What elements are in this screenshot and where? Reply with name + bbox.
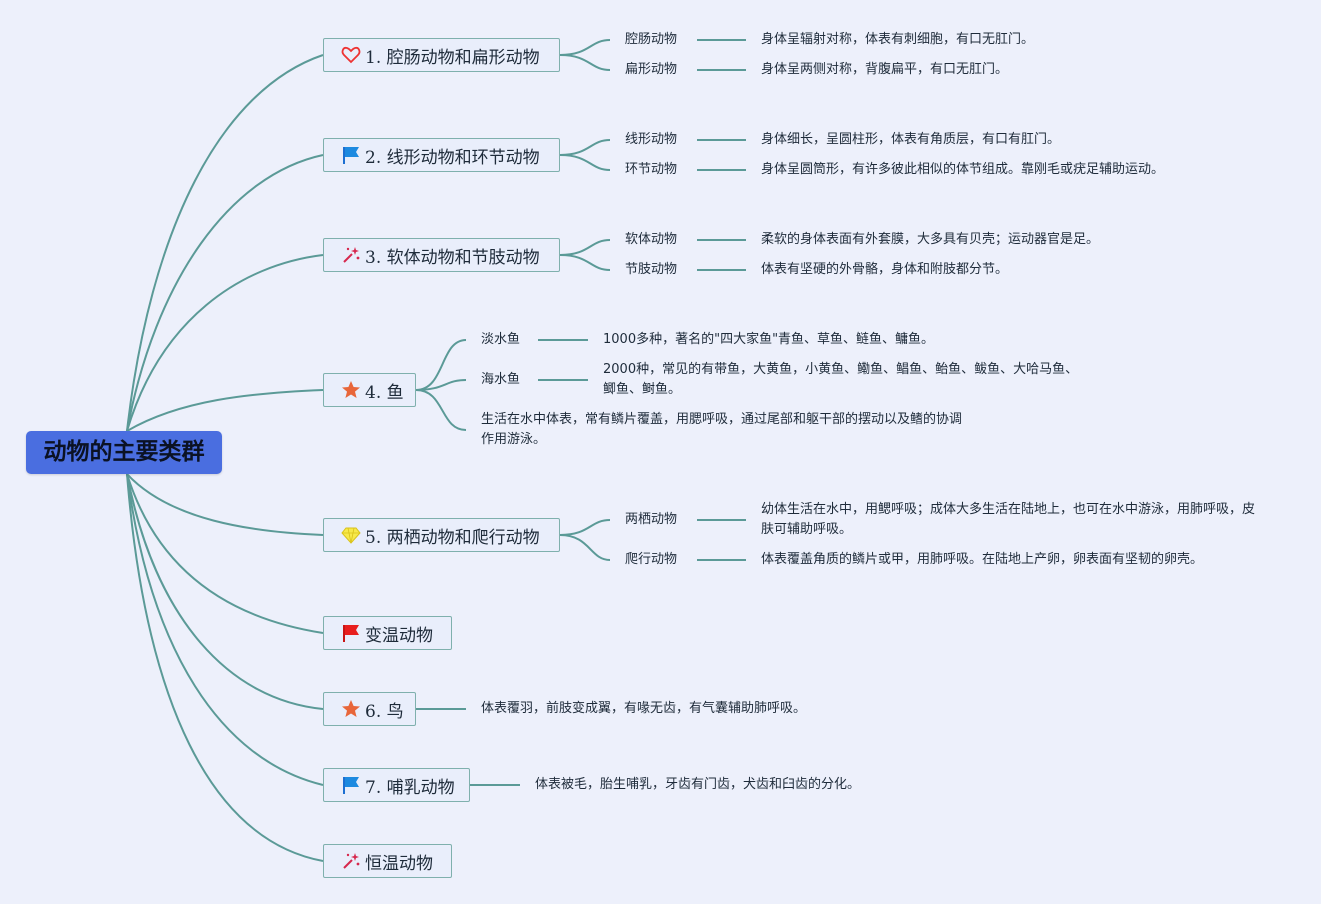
root-topic[interactable]: 动物的主要类群 (26, 431, 222, 474)
branch-cold-blooded[interactable]: 变温动物 (323, 616, 452, 650)
branch-label: 恒温动物 (365, 853, 433, 874)
branch-warm-blooded[interactable]: 恒温动物 (323, 844, 452, 878)
sub-topic-nematodes[interactable]: 线形动物 (625, 132, 678, 147)
branch-label: 3. 软体动物和节肢动物 (365, 247, 540, 268)
desc-saltwater-fish: 2000种，常见的有带鱼，大黄鱼，小黄鱼、鳓鱼、鲳鱼、鲐鱼、鲅鱼、大哈马鱼、鲫鱼… (603, 362, 1079, 397)
branch-fish[interactable]: 4. 鱼 (323, 373, 416, 407)
blue-flag-icon (340, 774, 362, 796)
sub-topic-arthropods[interactable]: 节肢动物 (625, 262, 678, 277)
sub-topic-amphibians[interactable]: 两栖动物 (625, 512, 678, 527)
sub-topic-mollusks[interactable]: 软体动物 (625, 232, 678, 247)
desc-annelids: 身体呈圆筒形，有许多彼此相似的体节组成。靠刚毛或疣足辅助运动。 (761, 162, 1165, 177)
desc-mollusks: 柔软的身体表面有外套膜，大多具有贝壳；运动器官是足。 (761, 232, 1100, 247)
sub-topic-saltwater-fish[interactable]: 海水鱼 (481, 372, 521, 387)
desc-flatworms: 身体呈两侧对称，背腹扁平，有口无肛门。 (761, 62, 1009, 77)
branch-coelenterates-flatworms[interactable]: 1. 腔肠动物和扁形动物 (323, 38, 560, 72)
orange-star-icon (340, 698, 362, 720)
sparkle-wand-icon (340, 244, 362, 266)
branch-label: 5. 两栖动物和爬行动物 (365, 527, 540, 548)
sparkle-wand-icon (340, 850, 362, 872)
branch-birds[interactable]: 6. 鸟 (323, 692, 416, 726)
branch-label: 变温动物 (365, 625, 433, 646)
diamond-icon (340, 524, 362, 546)
desc-amphibians: 幼体生活在水中，用鳃呼吸；成体大多生活在陆地上，也可在水中游泳，用肺呼吸，皮肤可… (761, 502, 1256, 537)
branch-label: 7. 哺乳动物 (365, 777, 455, 798)
branch-label: 4. 鱼 (365, 382, 404, 403)
branch-mollusks-arthropods[interactable]: 3. 软体动物和节肢动物 (323, 238, 560, 272)
sub-topic-annelids[interactable]: 环节动物 (625, 162, 678, 177)
branch-mammals[interactable]: 7. 哺乳动物 (323, 768, 470, 802)
desc-coelenterates: 身体呈辐射对称，体表有刺细胞，有口无肛门。 (761, 32, 1035, 47)
branch-label: 2. 线形动物和环节动物 (365, 147, 540, 168)
desc-mammals[interactable]: 体表被毛，胎生哺乳，牙齿有门齿，犬齿和臼齿的分化。 (535, 777, 861, 792)
desc-reptiles: 体表覆盖角质的鳞片或甲，用肺呼吸。在陆地上产卵，卵表面有坚韧的卵壳。 (761, 552, 1204, 567)
blue-flag-icon (340, 144, 362, 166)
heart-icon (340, 44, 362, 66)
desc-freshwater-fish: 1000多种，著名的"四大家鱼"青鱼、草鱼、鲢鱼、鳙鱼。 (603, 332, 935, 347)
branch-amphibians-reptiles[interactable]: 5. 两栖动物和爬行动物 (323, 518, 560, 552)
sub-topic-flatworms[interactable]: 扁形动物 (625, 62, 678, 77)
branch-label: 6. 鸟 (365, 701, 404, 722)
orange-star-icon (340, 379, 362, 401)
red-flag-icon (340, 622, 362, 644)
sub-topic-freshwater-fish[interactable]: 淡水鱼 (481, 332, 521, 347)
sub-topic-reptiles[interactable]: 爬行动物 (625, 552, 678, 567)
desc-arthropods: 体表有坚硬的外骨骼，身体和附肢都分节。 (761, 262, 1009, 277)
branch-label: 1. 腔肠动物和扁形动物 (365, 47, 540, 68)
branch-nematodes-annelids[interactable]: 2. 线形动物和环节动物 (323, 138, 560, 172)
note-fish[interactable]: 生活在水中体表，常有鳞片覆盖，用腮呼吸，通过尾部和躯干部的摆动以及鳍的协调作用游… (481, 412, 963, 447)
desc-nematodes: 身体细长，呈圆柱形，体表有角质层，有口有肛门。 (761, 132, 1061, 147)
desc-birds[interactable]: 体表覆羽，前肢变成翼，有喙无齿，有气囊辅助肺呼吸。 (481, 701, 807, 716)
sub-topic-coelenterates[interactable]: 腔肠动物 (625, 32, 678, 47)
